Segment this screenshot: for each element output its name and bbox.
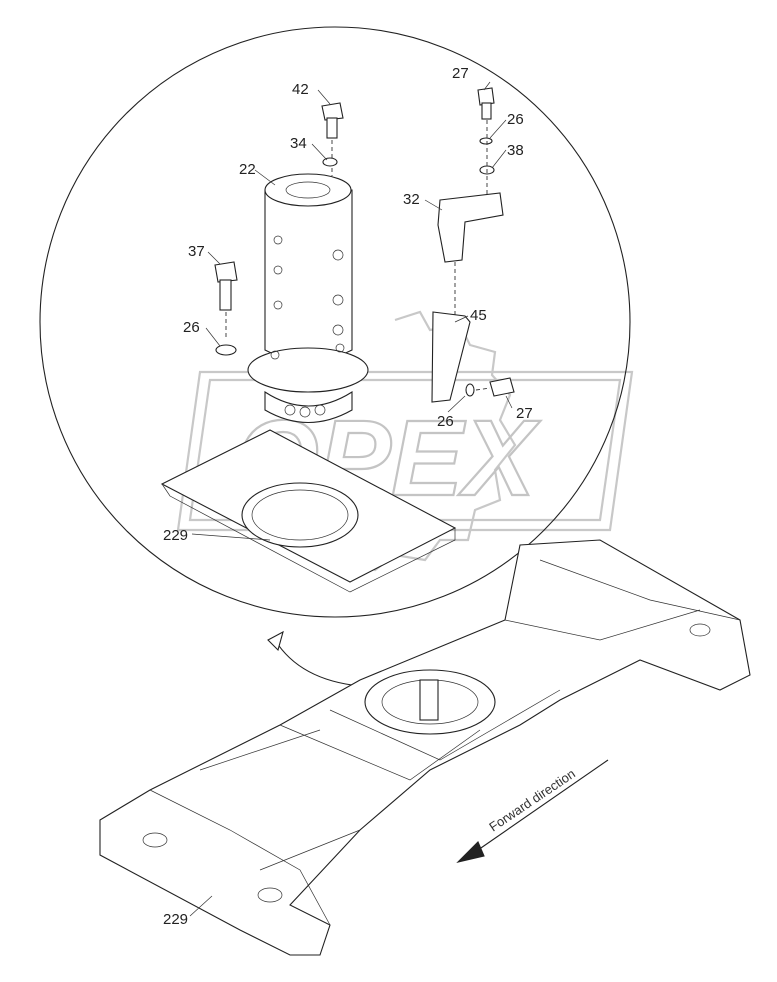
forward-direction-indicator: Forward direction [456,759,609,863]
bracket-45 [431,311,515,403]
callout-26: 26 [183,319,200,336]
forward-direction-label: Forward direction [486,766,578,835]
callout-26: 26 [507,111,524,128]
callout-42: 42 [292,81,309,98]
part-callouts: 42 34 22 27 26 38 32 37 26 45 26 27 229 … [163,65,533,928]
swivel-joint [247,173,369,424]
callout-34: 34 [290,135,307,152]
callout-32: 32 [403,191,420,208]
callout-45: 45 [470,307,487,324]
bolt-42 [321,102,344,176]
callout-22: 22 [239,161,256,178]
lower-frame [99,539,751,956]
callout-37: 37 [188,243,205,260]
bracket-32 [437,87,504,320]
mounting-plate [160,429,457,593]
callout-229: 229 [163,911,188,928]
callout-229: 229 [163,527,188,544]
callout-26: 26 [437,413,454,430]
detail-circle [39,26,631,618]
leader-lines [189,81,513,917]
rotation-arrow-head [267,630,284,652]
callout-38: 38 [507,142,524,159]
bolt-37 [214,261,238,356]
callout-27: 27 [516,405,533,422]
callout-27: 27 [452,65,469,82]
